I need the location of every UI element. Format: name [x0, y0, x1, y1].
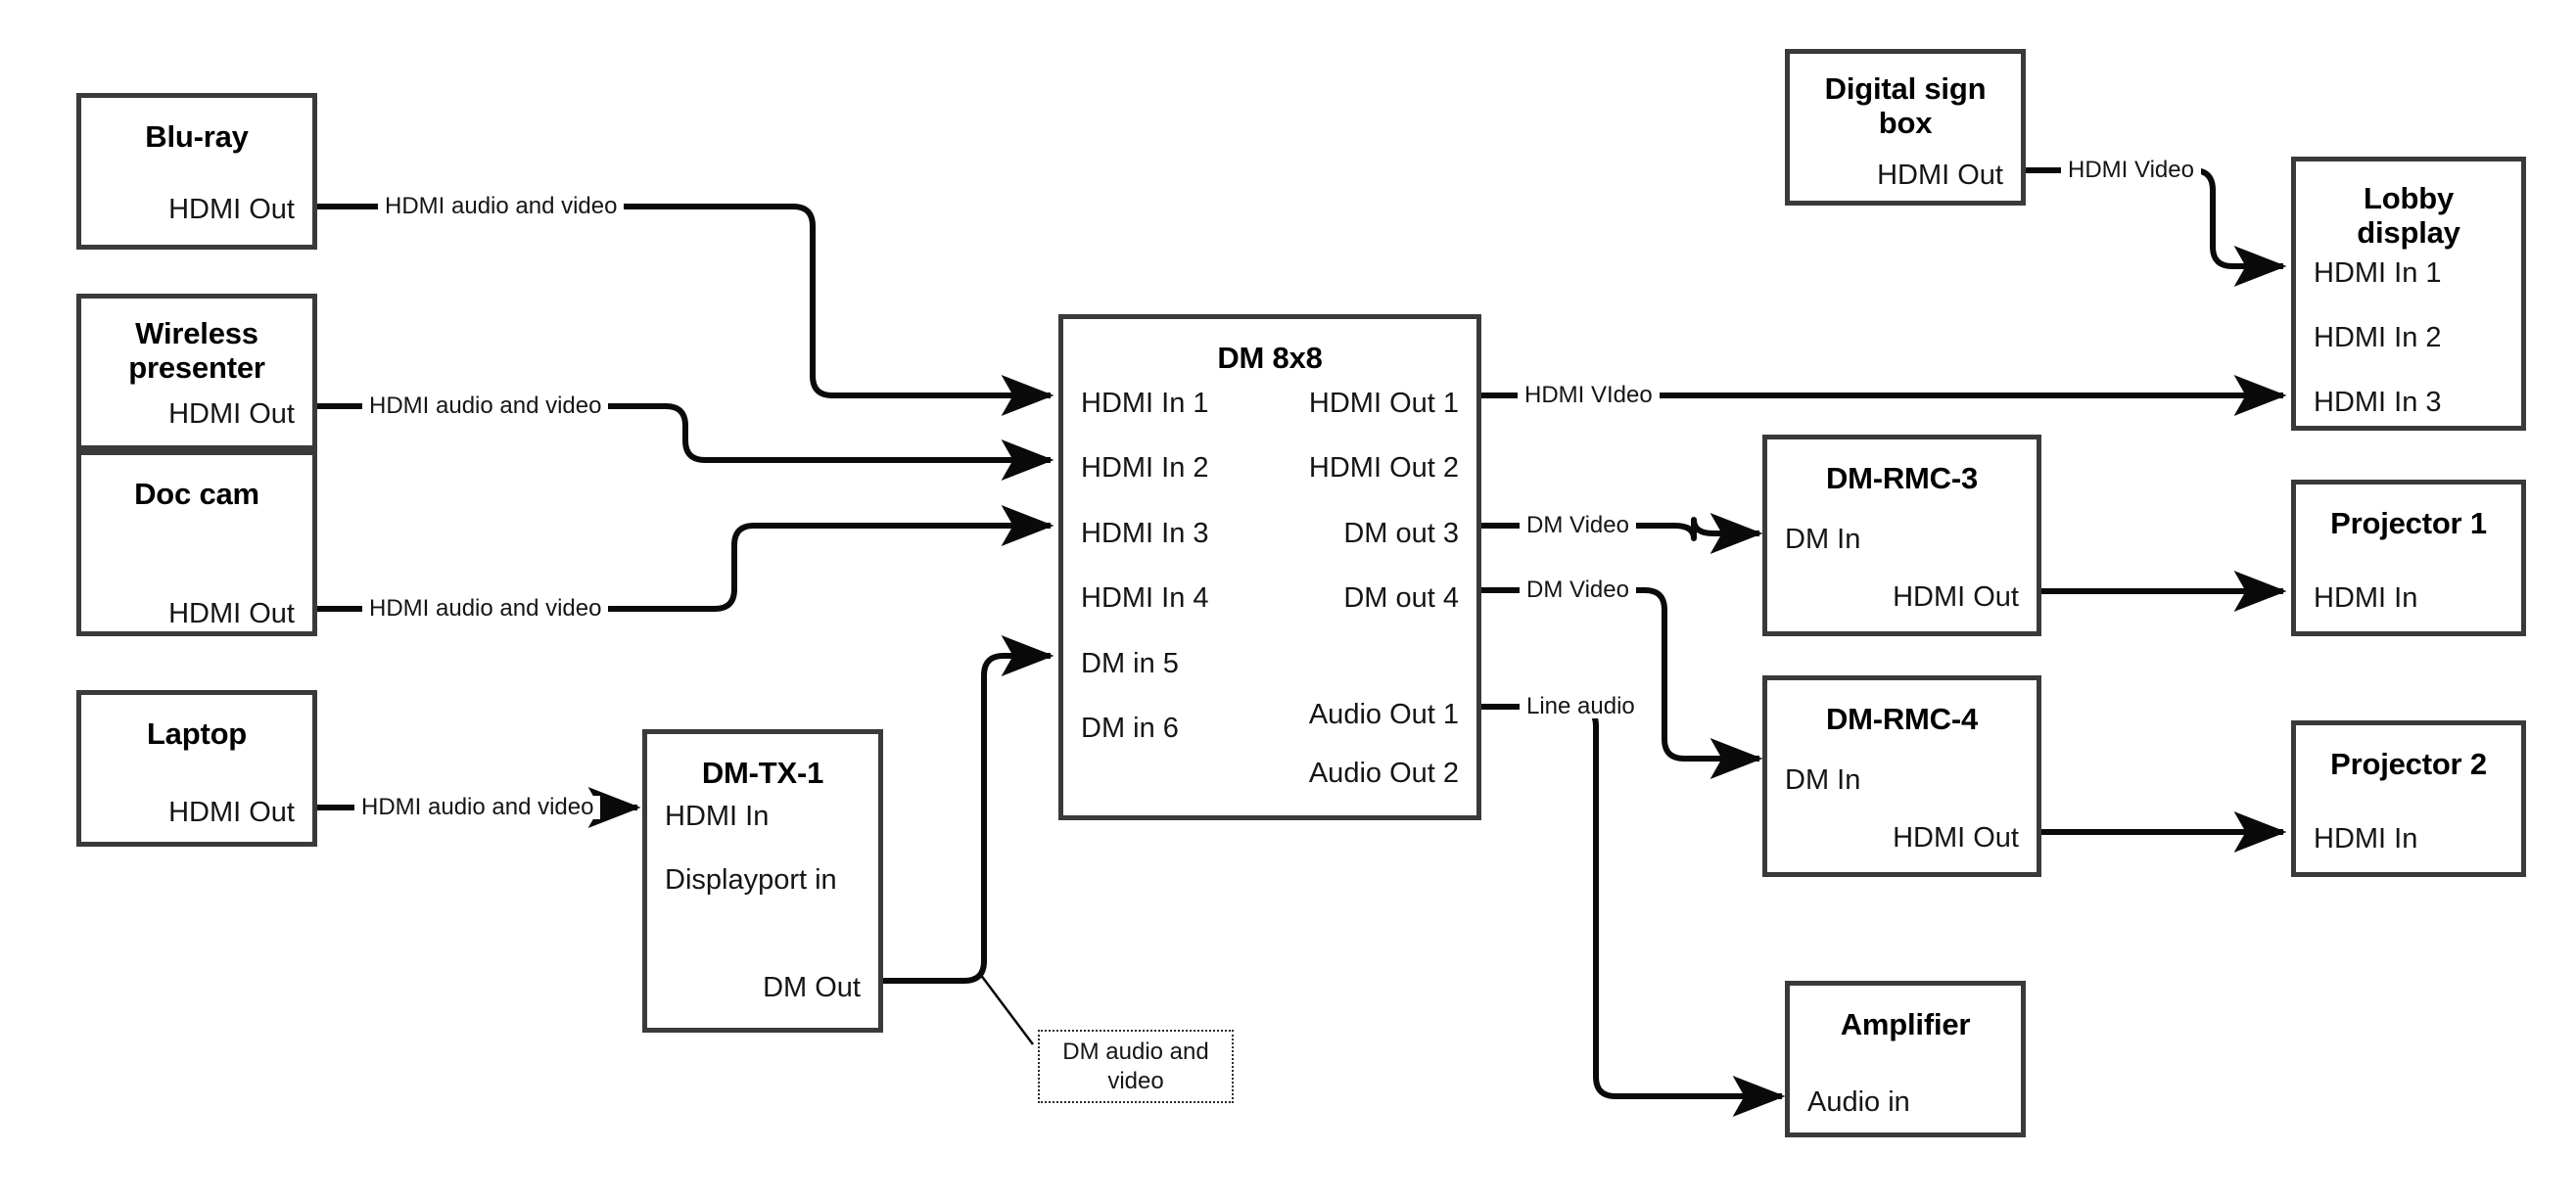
wire-label-doccam-to-dm-in3: HDMI audio and video	[362, 597, 609, 621]
node-dm-rmc-4[interactable]: DM-RMC-4 DM In HDMI Out	[1762, 675, 2041, 877]
node-projector-1[interactable]: Projector 1 HDMI In	[2291, 480, 2526, 636]
wire-wireless-to-dm-in2	[317, 403, 1054, 481]
wire-label-sign-to-lobby1: HDMI Video	[2061, 159, 2201, 182]
note-line-1: DM audio and	[1062, 1039, 1209, 1066]
port-projector-1-hdmi-in: HDMI In	[2314, 582, 2418, 614]
port-dm-rmc-4-hdmi-out: HDMI Out	[1893, 822, 2019, 854]
port-digital-sign-box-hdmi-out: HDMI Out	[1877, 160, 2003, 191]
node-title-digital-sign-box-line1: Digital sign	[1824, 71, 1987, 106]
port-dm-8x8-audio-out-2: Audio Out 2	[1308, 758, 1459, 789]
wire-bluray-to-dm-in1	[317, 204, 1054, 416]
wire-label-dmout1-to-lobby3: HDMI VIdeo	[1518, 384, 1660, 407]
wire-note-leader	[979, 973, 1034, 1045]
wire-dmout3-to-rmc3	[1481, 513, 1763, 554]
port-dm-8x8-hdmi-in-2: HDMI In 2	[1081, 452, 1209, 484]
port-dm-8x8-hdmi-in-1: HDMI In 1	[1081, 388, 1209, 419]
wire-dmout4-to-rmc4	[1481, 587, 1763, 779]
node-digital-sign-box[interactable]: Digital sign box HDMI Out	[1785, 49, 2026, 206]
node-title-lobby-display-line2: display	[2357, 215, 2460, 250]
port-lobby-display-hdmi-in-3: HDMI In 3	[2314, 387, 2442, 418]
node-title-digital-sign-box-line2: box	[1878, 106, 1933, 140]
port-dm-8x8-hdmi-out-2: HDMI Out 2	[1308, 452, 1459, 484]
node-title-dm-rmc-3: DM-RMC-3	[1825, 461, 1979, 495]
port-dm-8x8-dm-out-4: DM out 4	[1343, 582, 1459, 614]
node-title-dm-tx-1: DM-TX-1	[701, 756, 824, 790]
node-title-projector-2: Projector 2	[2330, 747, 2487, 781]
node-blu-ray[interactable]: Blu-ray HDMI Out	[76, 93, 317, 250]
node-title-laptop: Laptop	[146, 716, 248, 751]
port-projector-2-hdmi-in: HDMI In	[2314, 823, 2418, 855]
port-amplifier-audio-in: Audio in	[1807, 1086, 1910, 1118]
node-title-projector-1: Projector 1	[2330, 506, 2487, 540]
note-line-2: video	[1107, 1067, 1164, 1094]
port-dm-tx-1-displayport-in: Displayport in	[665, 864, 837, 896]
wire-label-bluray-to-dm-in1: HDMI audio and video	[378, 195, 625, 218]
node-title-amplifier: Amplifier	[1840, 1007, 1971, 1041]
node-title-blu-ray: Blu-ray	[145, 119, 249, 154]
port-dm-tx-1-hdmi-in: HDMI In	[665, 801, 770, 832]
node-title-dm-8x8: DM 8x8	[1217, 341, 1323, 375]
port-dm-8x8-hdmi-in-4: HDMI In 4	[1081, 582, 1209, 614]
node-title-dm-rmc-4: DM-RMC-4	[1825, 702, 1979, 736]
wire-label-audioout1-to-amp: Line audio	[1520, 695, 1642, 718]
node-title-lobby-display-line1: Lobby	[2364, 181, 2454, 215]
port-dm-8x8-hdmi-in-3: HDMI In 3	[1081, 518, 1209, 549]
node-lobby-display[interactable]: Lobby display HDMI In 1 HDMI In 2 HDMI I…	[2291, 157, 2526, 431]
wire-tx-to-dm-in5	[883, 635, 1054, 984]
node-title-wireless-presenter-line2: presenter	[128, 350, 265, 385]
node-title-wireless-presenter-line1: Wireless	[135, 316, 258, 350]
port-dm-rmc-3-dm-in: DM In	[1785, 524, 1861, 555]
port-lobby-display-hdmi-in-2: HDMI In 2	[2314, 322, 2442, 353]
note-dm-audio-and-video: DM audio and video	[1038, 1030, 1234, 1103]
port-dm-8x8-audio-out-1: Audio Out 1	[1308, 699, 1459, 730]
port-dm-rmc-4-dm-in: DM In	[1785, 764, 1861, 796]
port-blu-ray-hdmi-out: HDMI Out	[168, 194, 295, 225]
port-laptop-hdmi-out: HDMI Out	[168, 797, 295, 828]
node-doc-cam[interactable]: Doc cam HDMI Out	[76, 450, 317, 636]
wire-label-dmout4-to-rmc4: DM Video	[1520, 578, 1636, 602]
node-title-doc-cam: Doc cam	[134, 477, 259, 511]
port-wireless-presenter-hdmi-out: HDMI Out	[168, 398, 295, 430]
wire-doccam-to-dm-in3	[317, 505, 1054, 612]
port-dm-rmc-3-hdmi-out: HDMI Out	[1893, 581, 2019, 613]
wire-label-wireless-to-dm-in2: HDMI audio and video	[362, 394, 609, 418]
port-dm-8x8-dm-in-5: DM in 5	[1081, 648, 1179, 679]
port-lobby-display-hdmi-in-1: HDMI In 1	[2314, 257, 2442, 289]
node-dm-rmc-3[interactable]: DM-RMC-3 DM In HDMI Out	[1762, 435, 2041, 636]
port-dm-8x8-hdmi-out-1: HDMI Out 1	[1308, 388, 1459, 419]
port-dm-8x8-dm-in-6: DM in 6	[1081, 713, 1179, 744]
wire-sign-to-lobby1	[2025, 167, 2287, 287]
port-dm-8x8-dm-out-3: DM out 3	[1343, 518, 1459, 549]
node-wireless-presenter[interactable]: Wireless presenter HDMI Out	[76, 294, 317, 450]
port-doc-cam-hdmi-out: HDMI Out	[168, 598, 295, 629]
port-dm-tx-1-dm-out: DM Out	[763, 972, 861, 1003]
node-amplifier[interactable]: Amplifier Audio in	[1785, 981, 2026, 1137]
wire-audioout1-to-amp	[1481, 704, 1786, 1117]
node-dm-8x8[interactable]: DM 8x8 HDMI In 1 HDMI In 2 HDMI In 3 HDM…	[1058, 314, 1481, 820]
node-laptop[interactable]: Laptop HDMI Out	[76, 690, 317, 847]
node-projector-2[interactable]: Projector 2 HDMI In	[2291, 720, 2526, 877]
node-dm-tx-1[interactable]: DM-TX-1 HDMI In Displayport in DM Out	[642, 729, 883, 1033]
wire-label-dmout3-to-rmc3: DM Video	[1520, 514, 1636, 537]
wire-label-laptop-to-tx: HDMI audio and video	[354, 796, 601, 819]
